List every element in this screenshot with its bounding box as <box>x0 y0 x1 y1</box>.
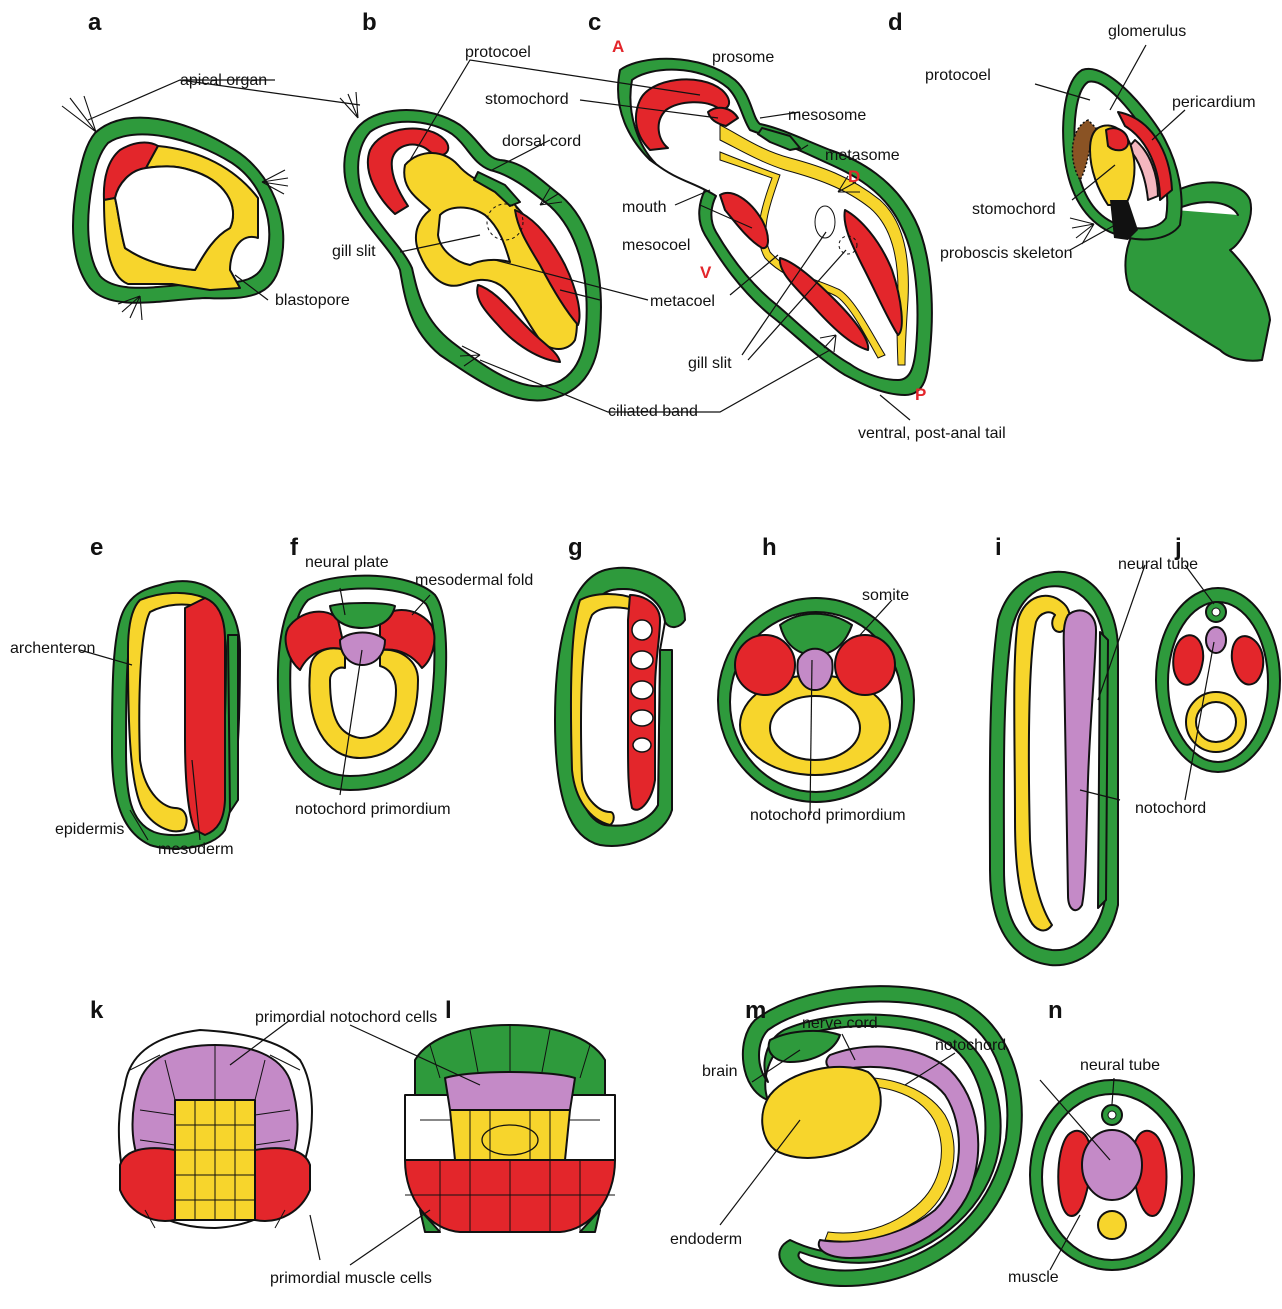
panel-l-embryo-cells <box>405 1025 615 1232</box>
label-prosome: prosome <box>712 49 774 66</box>
panel-e-embryo <box>112 581 240 849</box>
panel-a-larva <box>62 96 288 320</box>
panel-label-k: k <box>90 997 104 1024</box>
label-ciliated-band: ciliated band <box>608 403 698 420</box>
label-gill-slit-c: gill slit <box>688 355 732 372</box>
panel-label-n: n <box>1048 997 1063 1024</box>
label-protocoel-d: protocoel <box>925 67 991 84</box>
panel-label-f: f <box>290 534 299 561</box>
label-mesoderm: mesoderm <box>158 841 234 858</box>
label-notochord-primordium-f: notochord primordium <box>295 801 451 818</box>
label-muscle: muscle <box>1008 1269 1059 1286</box>
label-primordial-muscle-cells: primordial muscle cells <box>270 1270 432 1287</box>
label-notochord-ij: notochord <box>1135 800 1206 817</box>
panel-label-l: l <box>445 997 452 1024</box>
label-gill-slit-b: gill slit <box>332 243 376 260</box>
label-neural-tube-j: neural tube <box>1118 556 1198 573</box>
label-stomochord-d: stomochord <box>972 201 1056 218</box>
panel-label-h: h <box>762 534 777 561</box>
panel-n-cross-section <box>1030 1080 1194 1270</box>
label-notochord-m: notochord <box>935 1037 1006 1054</box>
panel-label-m: m <box>745 997 766 1024</box>
panel-label-g: g <box>568 534 583 561</box>
label-archenteron: archenteron <box>10 640 95 657</box>
axis-anterior: A <box>612 37 624 56</box>
axis-dorsal: D <box>848 167 860 186</box>
label-brain: brain <box>702 1063 738 1080</box>
label-metasome: metasome <box>825 147 900 164</box>
label-notochord-primordium-h: notochord primordium <box>750 807 906 824</box>
label-neural-tube-n: neural tube <box>1080 1057 1160 1074</box>
label-mesodermal-fold: mesodermal fold <box>415 572 533 589</box>
label-ventral-tail: ventral, post-anal tail <box>858 425 1006 442</box>
panel-label-c: c <box>588 9 601 36</box>
label-blastopore: blastopore <box>275 292 350 309</box>
panel-k-embryo-cells <box>119 1030 312 1228</box>
panel-f-cross-section <box>278 576 446 790</box>
panel-c-larva <box>618 59 932 395</box>
panel-g-embryo <box>555 568 685 846</box>
panel-label-d: d <box>888 9 903 36</box>
label-pericardium: pericardium <box>1172 94 1256 111</box>
axis-posterior: P <box>915 385 926 404</box>
axis-ventral: V <box>700 263 712 282</box>
label-epidermis: epidermis <box>55 821 124 838</box>
panel-label-b: b <box>362 9 377 36</box>
label-protocoel: protocoel <box>465 44 531 61</box>
panel-label-e: e <box>90 534 103 561</box>
label-endoderm: endoderm <box>670 1231 742 1248</box>
label-metacoel: metacoel <box>650 293 715 310</box>
label-mesocoel: mesocoel <box>622 237 690 254</box>
label-somite: somite <box>862 587 909 604</box>
label-dorsal-cord: dorsal cord <box>502 133 581 150</box>
label-mesosome: mesosome <box>788 107 866 124</box>
panel-h-cross-section <box>718 598 914 802</box>
panel-j-cross-section <box>1156 588 1280 772</box>
label-mouth: mouth <box>622 199 666 216</box>
panel-label-i: i <box>995 534 1002 561</box>
label-neural-plate: neural plate <box>305 554 389 571</box>
panel-d-adult-anterior <box>1063 69 1270 361</box>
label-primordial-notochord-cells: primordial notochord cells <box>255 1009 437 1026</box>
label-nerve-cord: nerve cord <box>802 1015 878 1032</box>
label-apical-organ: apical organ <box>180 72 267 89</box>
panel-m-embryo <box>743 986 1022 1286</box>
panel-i-embryo <box>990 572 1118 965</box>
panel-label-a: a <box>88 9 102 36</box>
label-proboscis-skeleton: proboscis skeleton <box>940 245 1073 262</box>
label-glomerulus: glomerulus <box>1108 23 1186 40</box>
label-stomochord: stomochord <box>485 91 569 108</box>
